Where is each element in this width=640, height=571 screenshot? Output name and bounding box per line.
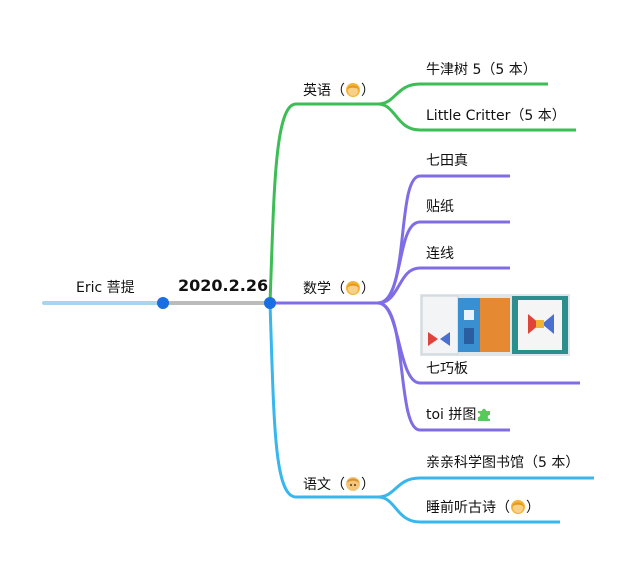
math-child-1[interactable]: 七田真 bbox=[426, 153, 468, 169]
chinese-branch-connector bbox=[268, 302, 378, 499]
chinese-child-2[interactable]: 睡前听古诗（ ） bbox=[426, 499, 540, 517]
person-emoji-icon bbox=[511, 500, 525, 514]
math-child-connector-3 bbox=[377, 266, 510, 305]
math-child-5[interactable]: toi 拼图 bbox=[426, 406, 492, 424]
english-child-1[interactable]: 牛津树 5（5 本） bbox=[426, 62, 537, 78]
branch-chinese-label: 语文（ bbox=[303, 477, 345, 493]
branch-math-label: 数学（ bbox=[303, 281, 345, 297]
puzzle-piece-icon bbox=[478, 408, 491, 421]
english-child-2[interactable]: Little Critter（5 本） bbox=[426, 108, 566, 124]
chinese-child-2-label: 睡前听古诗（ bbox=[426, 500, 510, 516]
math-child-connector-1 bbox=[377, 174, 510, 305]
person-emoji-icon bbox=[346, 83, 360, 97]
branch-chinese-label-end: ） bbox=[361, 477, 375, 493]
branch-math-label-end: ） bbox=[361, 281, 375, 297]
chinese-child-1[interactable]: 亲亲科学图书馆（5 本） bbox=[426, 455, 580, 471]
root-node-dot[interactable] bbox=[157, 297, 169, 309]
tangram-photo-art bbox=[420, 294, 570, 356]
branch-math[interactable]: 数学（ ） bbox=[303, 280, 375, 298]
chinese-child-connector-2 bbox=[377, 495, 560, 524]
math-child-connector-2 bbox=[377, 220, 510, 305]
center-topic-date[interactable]: 2020.2.26 bbox=[178, 276, 269, 295]
root-topic-label[interactable]: Eric 菩提 bbox=[76, 280, 135, 296]
branch-english-label-end: ） bbox=[361, 83, 375, 99]
branch-english-label: 英语（ bbox=[303, 83, 345, 99]
english-child-connector-2 bbox=[377, 102, 576, 132]
english-branch-connector bbox=[268, 102, 378, 304]
tangram-book-photo[interactable] bbox=[420, 294, 570, 356]
branch-english[interactable]: 英语（ ） bbox=[303, 82, 375, 100]
math-child-4[interactable]: 七巧板 bbox=[426, 361, 468, 377]
math-child-5-label: toi 拼图 bbox=[426, 407, 477, 423]
math-child-connector-5 bbox=[377, 301, 510, 432]
chinese-child-connector-1 bbox=[377, 476, 594, 499]
branch-chinese[interactable]: 语文（ ） bbox=[303, 476, 375, 494]
chinese-child-2-label-end: ） bbox=[526, 500, 540, 516]
english-child-connector-1 bbox=[377, 82, 548, 106]
math-child-3[interactable]: 连线 bbox=[426, 246, 454, 262]
math-child-2[interactable]: 贴纸 bbox=[426, 199, 454, 215]
center-node-dot[interactable] bbox=[264, 297, 276, 309]
man-emoji-icon bbox=[346, 477, 360, 491]
person-emoji-icon bbox=[346, 281, 360, 295]
